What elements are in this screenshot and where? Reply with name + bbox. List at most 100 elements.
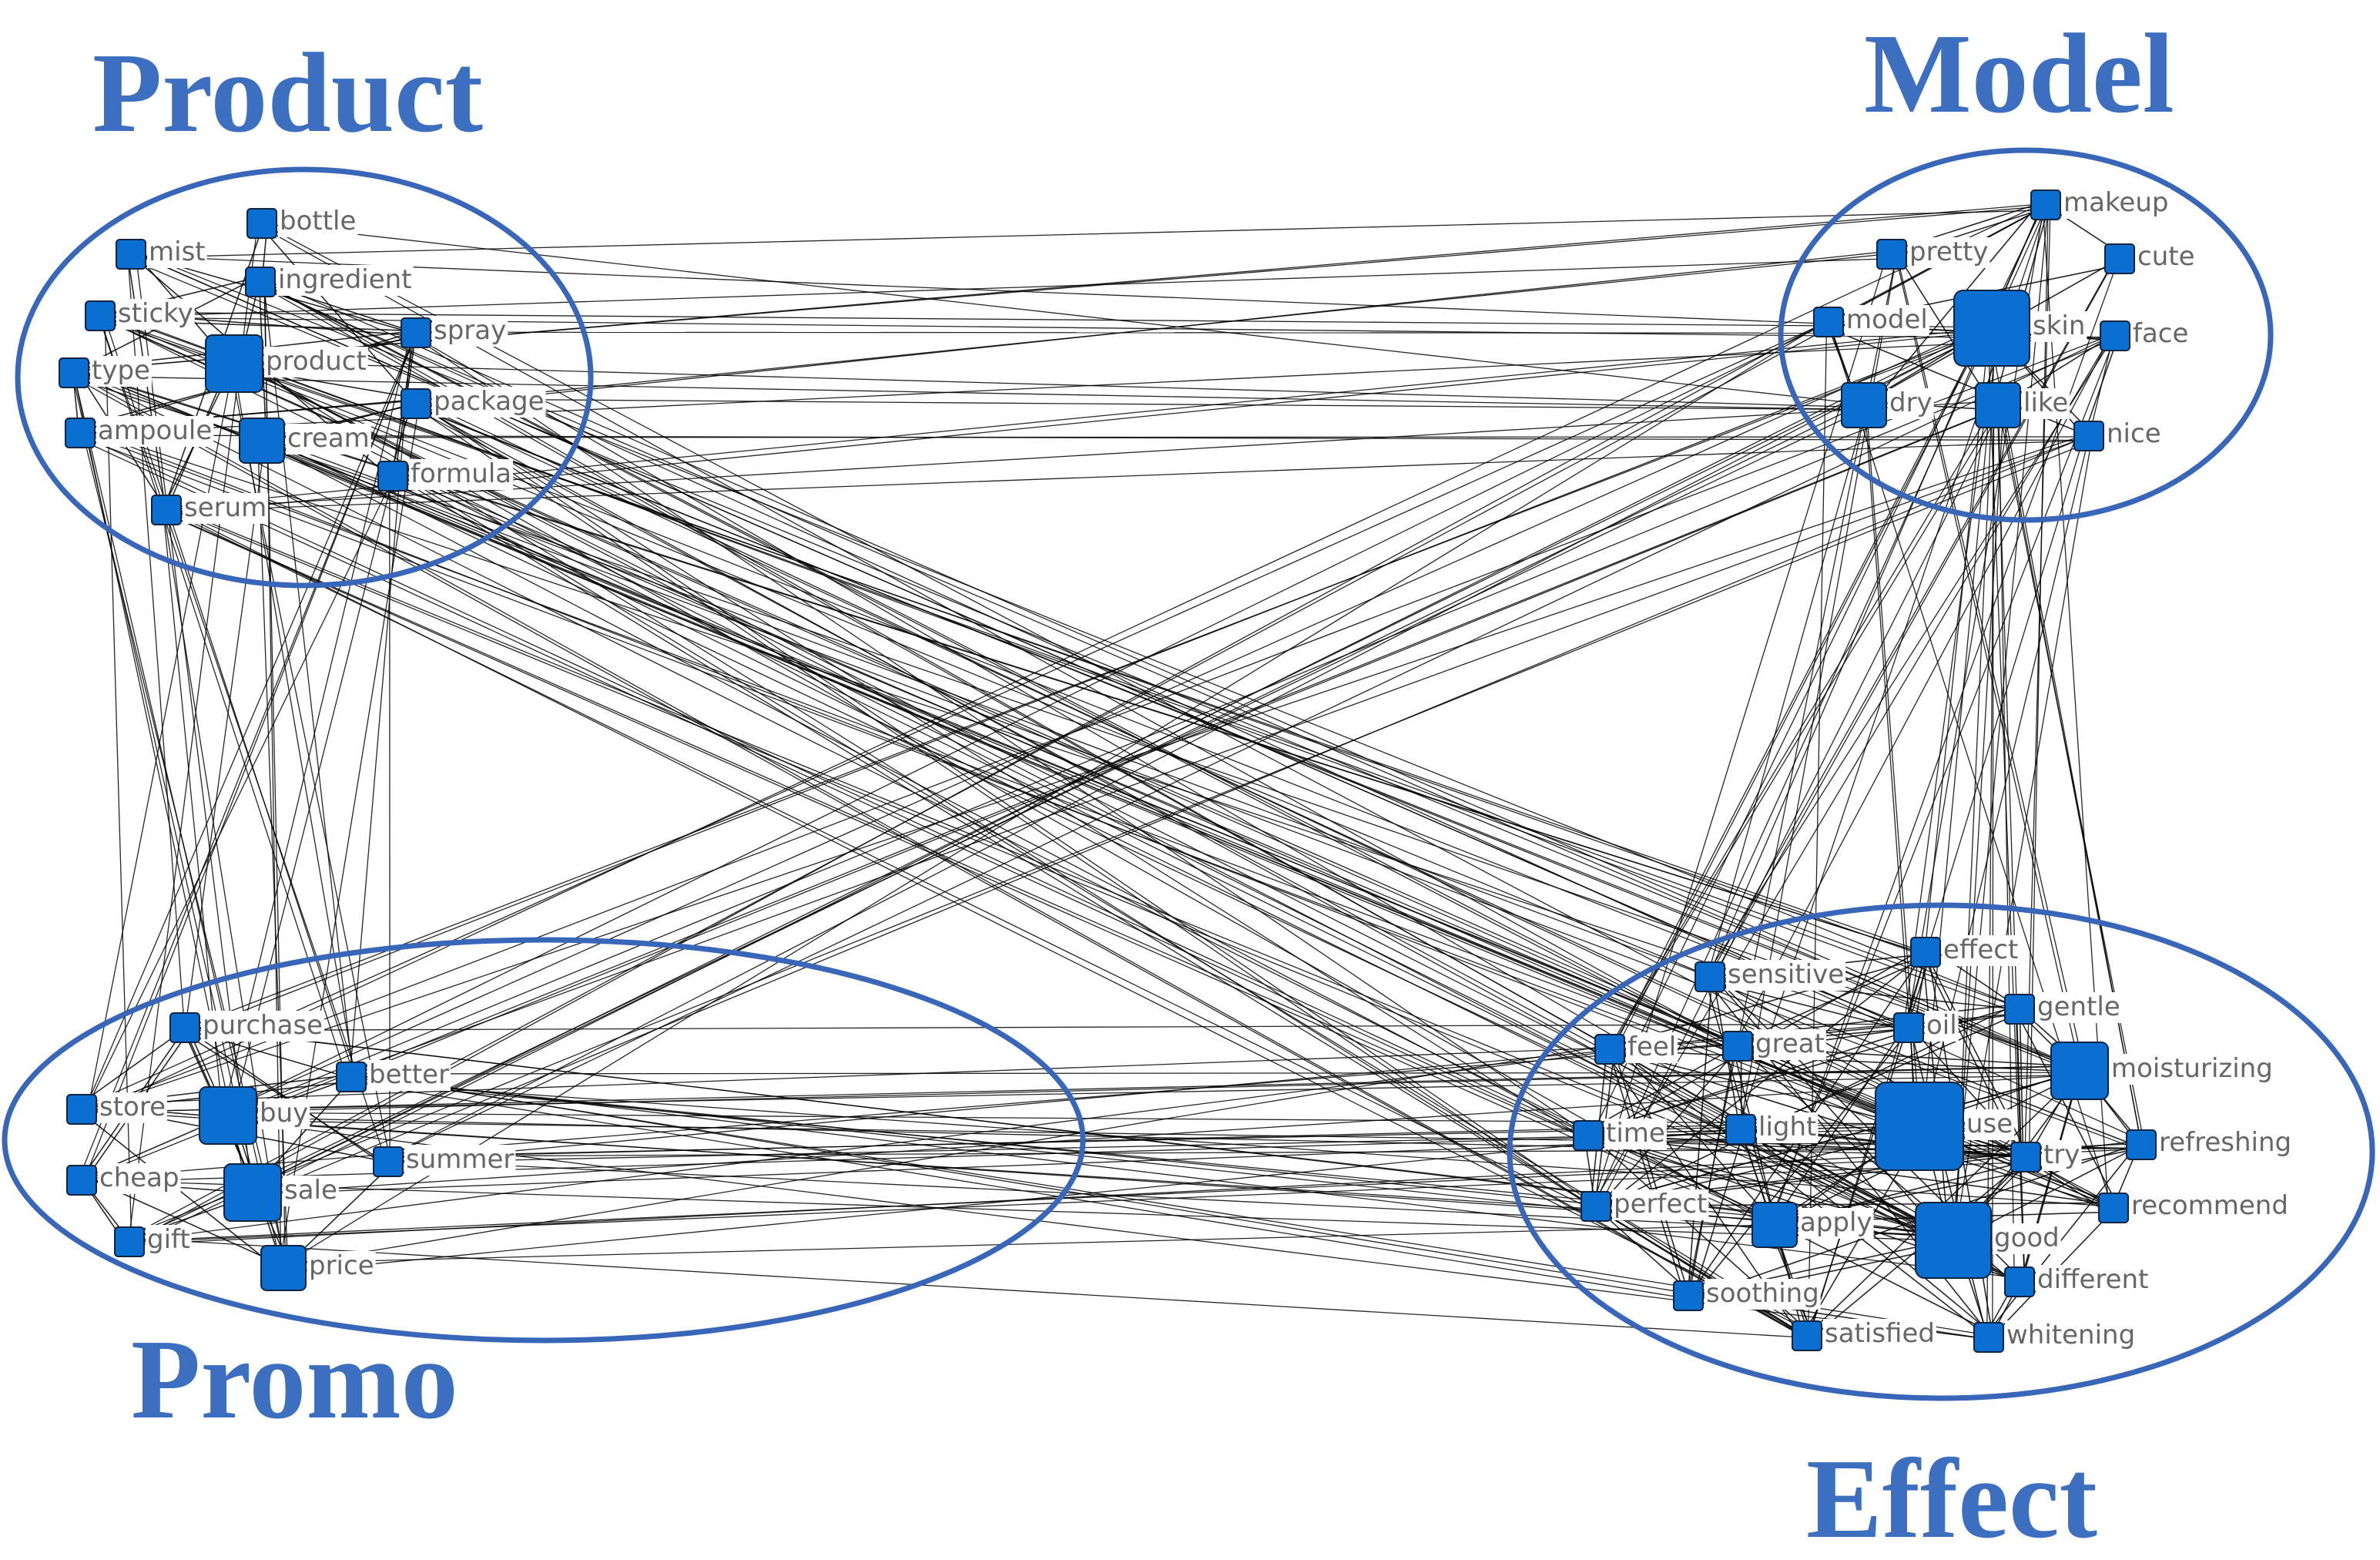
node-cute: cute bbox=[2104, 241, 2197, 274]
edge-line bbox=[1610, 956, 1926, 1048]
edge-line bbox=[262, 277, 354, 1075]
node-square bbox=[85, 300, 116, 331]
node-label: whitening bbox=[2006, 1320, 2135, 1350]
node-purchase: purchase bbox=[169, 1010, 325, 1043]
node-square bbox=[66, 1094, 97, 1125]
edge-line bbox=[1893, 248, 1995, 408]
edge-line bbox=[1707, 408, 1866, 977]
node-label: moisturizing bbox=[2111, 1053, 2273, 1084]
node-square bbox=[1725, 1114, 1756, 1145]
node-label-background bbox=[367, 1060, 451, 1091]
edge-line bbox=[1607, 1048, 2081, 1073]
node-label: refreshing bbox=[2159, 1127, 2291, 1158]
node-label: ampoule bbox=[98, 415, 212, 446]
node-label-background bbox=[96, 416, 214, 447]
edge-line bbox=[354, 1082, 1684, 1299]
edge-line bbox=[1893, 249, 2082, 1075]
edge-line bbox=[86, 1179, 1949, 1242]
edge-line bbox=[166, 440, 2085, 512]
node-light: light bbox=[1725, 1112, 1819, 1145]
node-label-background bbox=[286, 424, 371, 455]
edge-line bbox=[411, 334, 1957, 1237]
node-label: model bbox=[1846, 304, 1928, 335]
node-square bbox=[199, 1086, 257, 1145]
node-label: different bbox=[2037, 1264, 2148, 1295]
edge-line bbox=[162, 504, 1809, 1331]
edge-line bbox=[185, 441, 266, 1026]
node-label: nice bbox=[2107, 418, 2161, 449]
node-label: buy bbox=[260, 1098, 308, 1129]
edge-line bbox=[352, 1078, 1772, 1223]
model-cluster-ring bbox=[1778, 147, 2274, 523]
edge-line bbox=[76, 375, 1863, 411]
edge-line bbox=[1594, 1042, 1744, 1212]
edge-line bbox=[415, 398, 1866, 411]
node-label: soothing bbox=[1706, 1278, 1819, 1309]
node-square bbox=[1581, 1191, 1611, 1222]
node-label-background bbox=[258, 1099, 310, 1129]
edge-line bbox=[259, 444, 1919, 1131]
node-square bbox=[260, 1245, 307, 1291]
node-label-background bbox=[2022, 388, 2070, 419]
node-square bbox=[2126, 1129, 2157, 1160]
node-product: product bbox=[205, 334, 368, 393]
edge-line bbox=[71, 376, 265, 442]
edge-line bbox=[257, 224, 1733, 1045]
node-good: good bbox=[1915, 1202, 2061, 1279]
edge-line bbox=[1997, 403, 2146, 1148]
node-label: summer bbox=[406, 1144, 514, 1175]
node-label: package bbox=[434, 386, 545, 417]
node-label: gentle bbox=[2037, 991, 2120, 1022]
node-label-background bbox=[1604, 1119, 1667, 1149]
node-label-background bbox=[2062, 188, 2170, 219]
node-square bbox=[1876, 239, 1907, 270]
edge-line bbox=[236, 367, 1911, 1028]
edge-line bbox=[84, 428, 1909, 1030]
edge-line bbox=[1711, 254, 2119, 978]
node-square bbox=[1893, 1012, 1924, 1043]
edge-line bbox=[1593, 1031, 1906, 1132]
edge-line bbox=[413, 331, 1987, 334]
node-effect: effect bbox=[1910, 934, 2020, 968]
edge-line bbox=[163, 512, 286, 1272]
edge-line bbox=[222, 320, 1834, 1112]
edge-line bbox=[256, 438, 1584, 1132]
edge-line bbox=[1984, 1142, 2139, 1337]
node-label: try bbox=[2043, 1139, 2080, 1170]
edge-line bbox=[1708, 330, 2118, 972]
node-label-background bbox=[147, 237, 207, 268]
edge-line bbox=[250, 1074, 2075, 1195]
node-square bbox=[1841, 382, 1887, 428]
node-sale: sale bbox=[223, 1163, 339, 1222]
node-try: try bbox=[2010, 1139, 2082, 1173]
edge-line bbox=[96, 315, 1923, 956]
edge-line bbox=[1597, 1202, 1812, 1341]
node-label-background bbox=[201, 1011, 325, 1042]
edge-line bbox=[287, 1128, 1743, 1273]
edge-line bbox=[85, 321, 1829, 1107]
edge-line bbox=[260, 284, 2141, 1141]
edge-line bbox=[1768, 334, 2117, 1223]
node-label: mist bbox=[149, 237, 206, 267]
product-cluster-title: Product bbox=[92, 30, 483, 156]
edge-line bbox=[1953, 432, 2093, 1241]
node-label-background bbox=[283, 1176, 339, 1206]
edge-line bbox=[284, 1224, 1778, 1264]
edge-line bbox=[1774, 1222, 1993, 1334]
node-label-background bbox=[1798, 1208, 1874, 1239]
node-label: satisfied bbox=[1825, 1318, 1935, 1349]
edge-line bbox=[1609, 402, 2003, 1050]
edge-line bbox=[355, 1075, 2023, 1280]
node-label: sensitive bbox=[1728, 959, 1844, 990]
node-label: makeup bbox=[2063, 187, 2168, 218]
edge-line bbox=[1611, 1043, 1691, 1299]
node-package: package bbox=[401, 386, 546, 419]
edge-line bbox=[130, 1149, 2137, 1242]
edge-line bbox=[397, 475, 2117, 1207]
node-square bbox=[1673, 1280, 1704, 1311]
node-formula: formula bbox=[377, 458, 514, 491]
node-label: great bbox=[1755, 1028, 1825, 1059]
node-label-background bbox=[1925, 1011, 1959, 1042]
node-label-background bbox=[1705, 1279, 1821, 1310]
